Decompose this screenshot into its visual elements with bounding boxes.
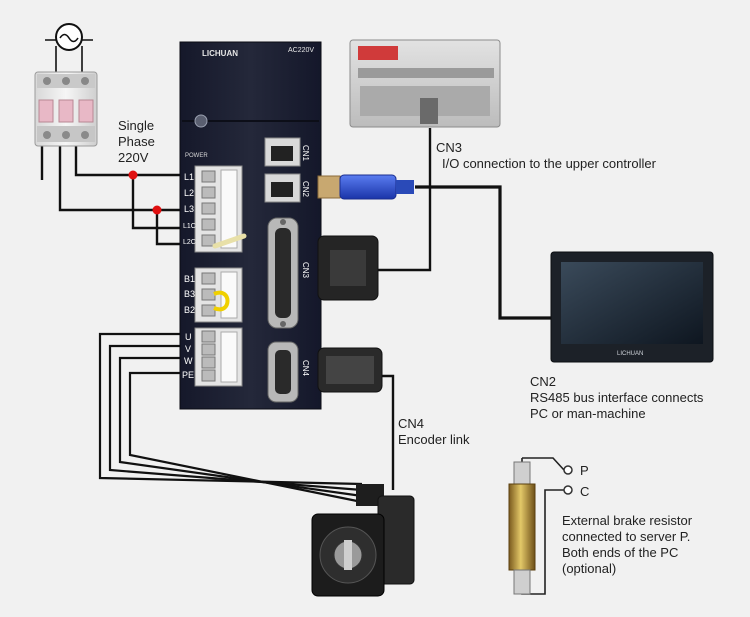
term-label-l1c: L1C <box>183 223 196 230</box>
encoder-cable <box>382 374 395 490</box>
term-label-l1: L1 <box>184 172 194 182</box>
ac-source-icon <box>55 23 83 51</box>
brake-note-1: External brake resistor <box>562 513 693 528</box>
term-label-u: U <box>185 332 192 342</box>
cn2-description-1: RS485 bus interface connects <box>530 390 704 405</box>
term-l1c <box>201 218 216 231</box>
supply-label-2: Phase <box>118 134 155 149</box>
motor-power-wires <box>98 332 363 504</box>
term-label-b2: B2 <box>184 305 195 315</box>
term-label-b3: B3 <box>184 289 195 299</box>
resistor-c-label: C <box>580 484 590 499</box>
cn3-description: I/O connection to the upper controller <box>442 156 656 171</box>
terminal-block-main <box>194 165 243 253</box>
drive-model: AC220V <box>288 47 314 54</box>
terminal-block-brake <box>194 267 243 323</box>
hmi-brand: LICHUAN <box>617 351 643 357</box>
junction-dot-l3 <box>152 205 162 215</box>
term-l2 <box>201 186 216 199</box>
power-led-icon <box>194 114 208 128</box>
cn3-port <box>267 217 299 329</box>
terminal-block-motor <box>194 327 243 387</box>
resistor-p-label: P <box>580 463 589 478</box>
port-label-cn4: CN4 <box>301 360 310 377</box>
supply-label-1: Single <box>118 118 155 133</box>
term-label-w: W <box>184 356 193 366</box>
cn4-plug <box>317 347 383 393</box>
term-label-b1: B1 <box>184 274 195 284</box>
circuit-breaker <box>34 71 98 147</box>
port-label-cn1: CN1 <box>301 145 310 162</box>
cn2-description-2: PC or man-machine <box>530 406 646 421</box>
brake-note-3: Both ends of the PC <box>562 545 679 560</box>
resistor-terminal-c <box>563 485 573 495</box>
plc-controller <box>349 39 501 128</box>
brake-jumper-icon <box>213 290 230 312</box>
cn4-port <box>267 341 299 403</box>
l2c-jumper <box>212 233 247 249</box>
cn2-ethernet-plug <box>317 174 414 200</box>
cn3-title: CN3 <box>436 140 463 155</box>
junction-dot-l1 <box>128 170 138 180</box>
brake-note-2: connected to server P. <box>562 529 691 544</box>
servo-drive <box>179 41 322 410</box>
port-label-cn2: CN2 <box>301 181 310 198</box>
term-label-l3: L3 <box>184 204 194 214</box>
resistor-terminal-p <box>563 465 573 475</box>
term-label-v: V <box>185 344 191 354</box>
supply-wires <box>40 145 180 246</box>
term-l2c <box>201 234 216 247</box>
supply-label-3: 220V <box>118 150 149 165</box>
term-label-pe: PE <box>182 370 194 380</box>
ac-symbol-leads <box>45 39 93 74</box>
cn2-title: CN2 <box>530 374 557 389</box>
term-label-l2: L2 <box>184 188 194 198</box>
cn3-plug <box>317 235 379 301</box>
power-label: POWER <box>185 153 208 159</box>
drive-brand: LICHUAN <box>202 49 238 58</box>
cn4-title: CN4 <box>398 416 425 431</box>
brake-note-4: (optional) <box>562 561 617 576</box>
servo-motor <box>311 484 415 597</box>
term-l1 <box>201 170 216 183</box>
term-l3 <box>201 202 216 215</box>
cn4-description: Encoder link <box>398 432 470 447</box>
hmi-touch-panel <box>550 251 714 363</box>
cn2-cable-to-hmi <box>415 185 552 320</box>
cn3-cable-to-plc <box>378 128 432 272</box>
port-label-cn3: CN3 <box>301 262 310 279</box>
brake-resistor <box>508 461 536 595</box>
term-label-l2c: L2C <box>183 239 196 246</box>
